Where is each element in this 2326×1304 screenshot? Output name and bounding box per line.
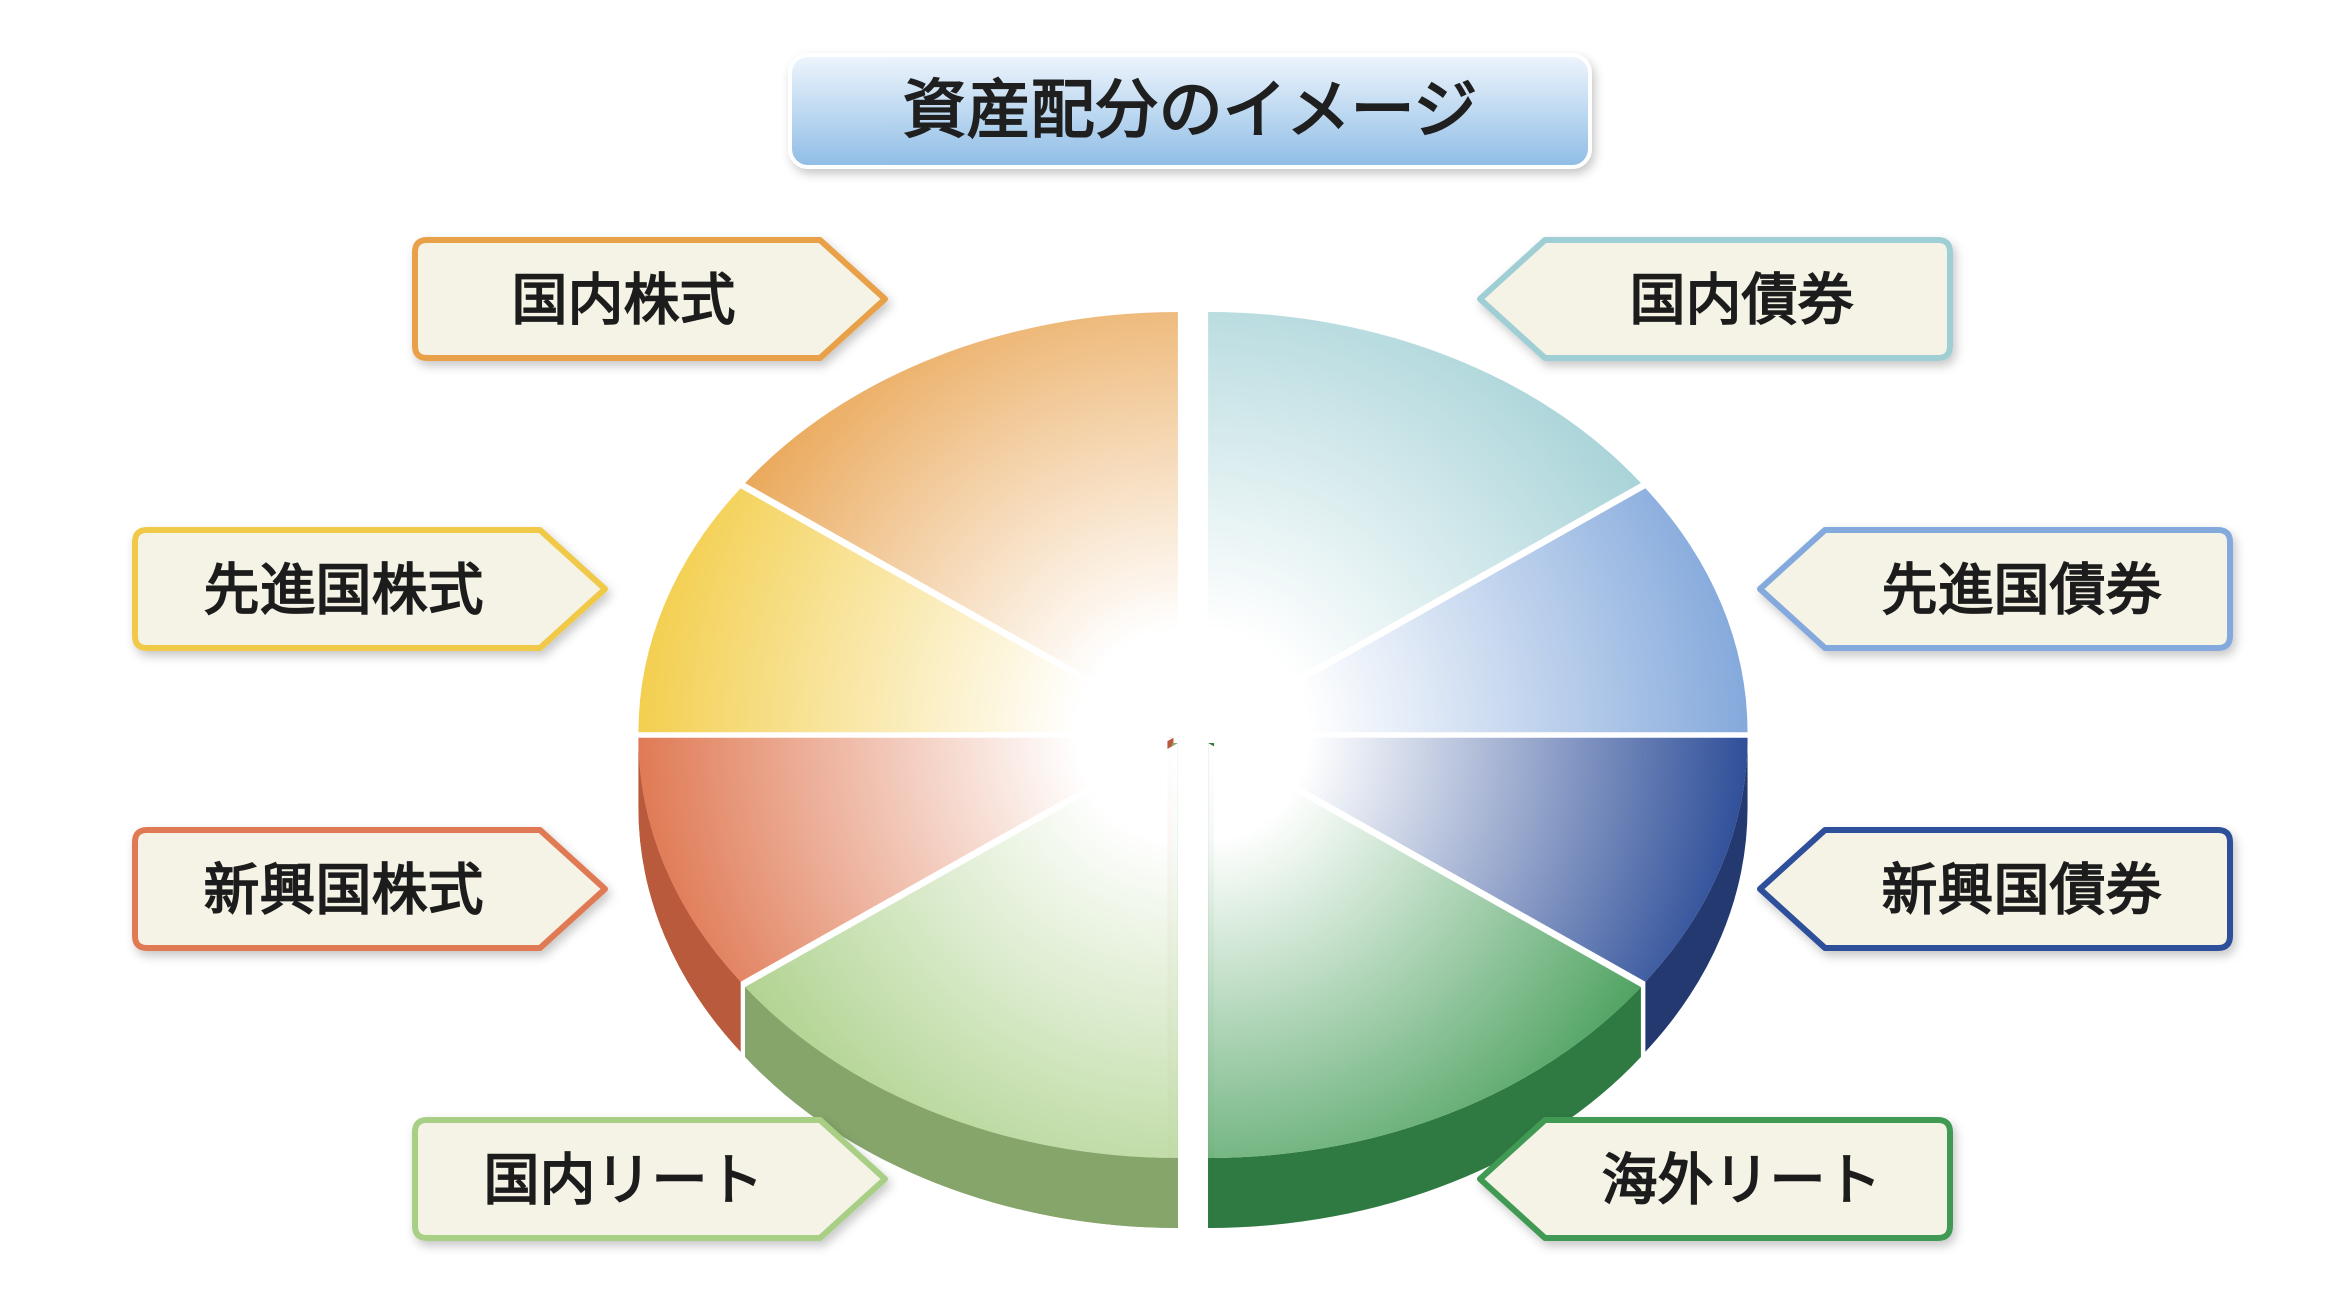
tag-label-developed-stocks: 先進国株式 xyxy=(204,559,484,624)
tag-domestic-stocks: 国内株式 xyxy=(412,237,888,361)
tag-label-domestic-reit: 国内リート xyxy=(484,1149,764,1214)
pie-slice-domestic-stocks xyxy=(745,311,1178,727)
pie-slice-emerging-bonds xyxy=(1212,737,1748,1052)
tag-domestic-bonds: 国内債券 xyxy=(1477,237,1953,361)
tag-label-emerging-bonds: 新興国債券 xyxy=(1882,859,2163,924)
tag-overseas-reit: 海外リート xyxy=(1477,1117,1953,1241)
page-title: 資産配分のイメージ xyxy=(903,74,1478,148)
tag-label-emerging-stocks: 新興国株式 xyxy=(204,859,484,924)
tag-label-developed-bonds: 先進国債券 xyxy=(1882,559,2163,624)
pie-slice-domestic-reit xyxy=(745,743,1178,1229)
tag-label-overseas-reit: 海外リート xyxy=(1602,1149,1882,1214)
title-box: 資産配分のイメージ xyxy=(788,53,1592,169)
tag-developed-stocks: 先進国株式 xyxy=(132,527,608,651)
tag-emerging-stocks: 新興国株式 xyxy=(132,827,608,951)
tag-label-domestic-stocks: 国内株式 xyxy=(512,269,736,334)
pie-slice-overseas-reit xyxy=(1208,743,1641,1229)
pie-slice-developed-stocks xyxy=(638,488,1174,733)
pie-slice-domestic-bonds xyxy=(1208,311,1641,727)
tag-label-domestic-bonds: 国内債券 xyxy=(1630,269,1855,334)
tag-developed-bonds: 先進国債券 xyxy=(1757,527,2233,651)
tag-emerging-bonds: 新興国債券 xyxy=(1757,827,2233,951)
pie-chart xyxy=(638,311,1748,1229)
tag-domestic-reit: 国内リート xyxy=(412,1117,888,1241)
pie-slice-developed-bonds xyxy=(1212,488,1748,733)
